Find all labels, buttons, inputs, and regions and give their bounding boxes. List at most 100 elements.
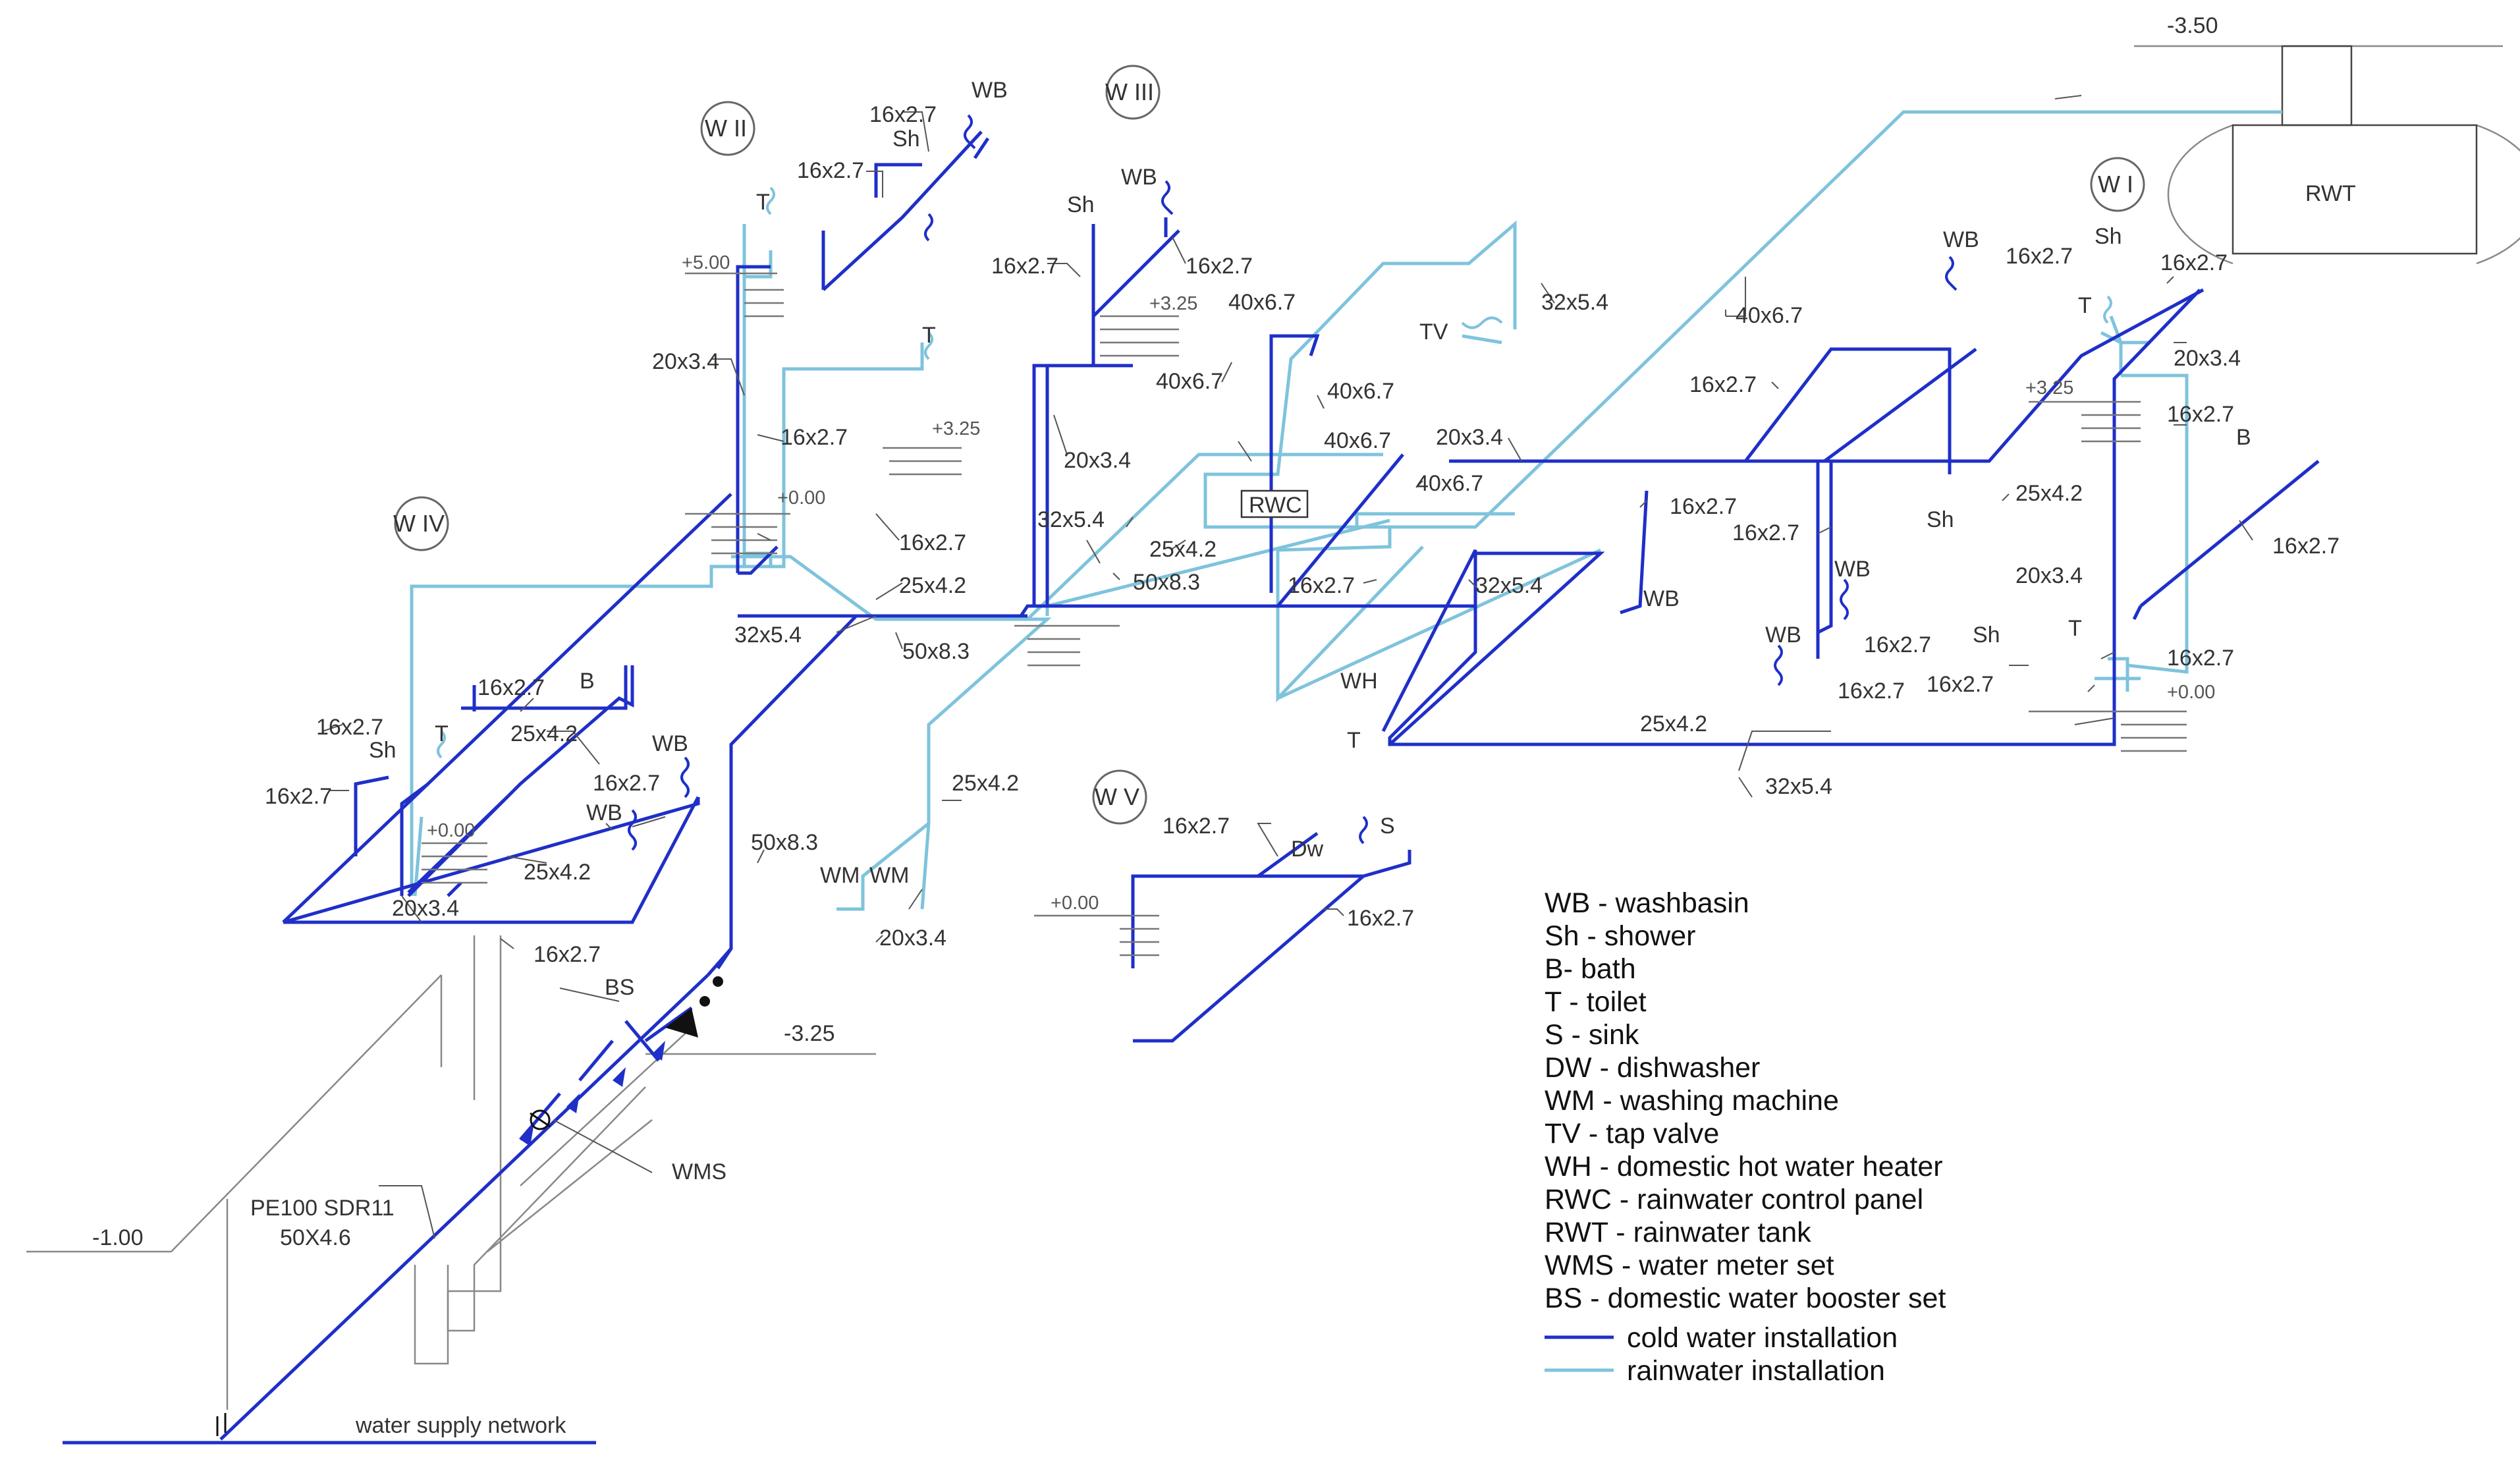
legend-item: WH - domestic hot water heater — [1545, 1151, 1943, 1182]
rwc-box: RWC — [1240, 489, 1309, 518]
size-label: 40x6.7 — [1736, 303, 1803, 328]
size-label: 16x2.7 — [869, 102, 937, 127]
fixture-wb: WB — [652, 731, 688, 756]
pipe-spec-line1: PE100 SDR11 — [250, 1196, 395, 1221]
legend-item: RWT - rainwater tank — [1545, 1217, 1811, 1248]
fixture-sh: Sh — [1067, 192, 1095, 217]
fixture-wm: WM — [869, 863, 909, 888]
size-label: 20x3.4 — [879, 926, 946, 951]
fixture-t: T — [2068, 616, 2082, 641]
size-label: 50x8.3 — [902, 639, 970, 664]
size-label: 32x5.4 — [1037, 507, 1105, 532]
fixture-b: B — [580, 669, 595, 694]
legend-item: WMS - water meter set — [1545, 1250, 1834, 1281]
fittings — [216, 114, 2112, 1436]
size-label: 20x3.4 — [652, 349, 719, 374]
fixture-wms: WMS — [672, 1159, 726, 1184]
fixture-wb: WB — [1834, 557, 1871, 582]
fixture-labels: WB Sh T T Sh WB TV WB Sh T B Sh WB WB WB… — [369, 78, 2251, 1184]
size-label: 25x4.2 — [1640, 711, 1707, 736]
size-label: 16x2.7 — [1186, 254, 1253, 279]
size-label: 20x3.4 — [392, 896, 459, 921]
fixture-wb: WB — [1121, 165, 1157, 190]
size-label: 16x2.7 — [316, 715, 383, 740]
legend-item: Sh - shower — [1545, 920, 1695, 952]
fixture-wb: WB — [1943, 227, 1979, 252]
size-label: 25x4.2 — [510, 721, 578, 746]
size-label: 16x2.7 — [797, 158, 864, 183]
pipe-spec-line2: 50X4.6 — [280, 1225, 351, 1250]
size-label: 25x4.2 — [524, 860, 591, 885]
legend-item: WM - washing machine — [1545, 1085, 1839, 1117]
size-label: 40x6.7 — [1324, 428, 1391, 453]
supply-connection: water supply network PE100 SDR11 50X4.6 — [63, 1196, 596, 1445]
riser-w1: W I — [2090, 157, 2145, 212]
riser-tags: W II W III W I W IV W V — [393, 65, 2145, 825]
size-label: 16x2.7 — [1288, 573, 1355, 598]
size-label: 16x2.7 — [2006, 244, 2073, 269]
svg-text:RWC: RWC — [1249, 493, 1302, 518]
fixture-bs: BS — [605, 975, 634, 1000]
legend-item: RWC - rainwater control panel — [1545, 1184, 1923, 1215]
size-label: 20x3.4 — [2174, 346, 2241, 371]
fixture-t: T — [922, 323, 936, 348]
auxiliary-lines — [26, 45, 2503, 1410]
rainwater-pipes — [410, 110, 2282, 911]
size-label: 16x2.7 — [899, 530, 966, 555]
legend-item: B- bath — [1545, 953, 1636, 985]
fixture-b: B — [2236, 425, 2251, 450]
leader-lines — [322, 95, 2253, 1239]
size-label: 40x6.7 — [1416, 471, 1483, 496]
size-label: 16x2.7 — [1927, 672, 1994, 697]
size-label: 16x2.7 — [534, 942, 601, 967]
size-label: 16x2.7 — [2167, 402, 2234, 427]
fixture-t: T — [2078, 293, 2092, 318]
size-label: 16x2.7 — [781, 425, 848, 450]
legend-rain-label: rainwater installation — [1627, 1355, 1885, 1387]
fixture-tv: TV — [1419, 319, 1448, 345]
svg-text:W II: W II — [705, 115, 747, 142]
fixture-t: T — [435, 721, 449, 746]
size-label: 50x8.3 — [1133, 570, 1200, 595]
size-label: 16x2.7 — [1732, 520, 1799, 545]
fixture-wb: WB — [972, 78, 1008, 103]
size-label: 25x4.2 — [952, 771, 1019, 796]
legend-item: WB - washbasin — [1545, 887, 1749, 919]
legend-cold-label: cold water installation — [1627, 1322, 1898, 1354]
size-label: 16x2.7 — [478, 675, 545, 700]
svg-text:W I: W I — [2098, 171, 2133, 198]
size-label: 32x5.4 — [734, 623, 802, 648]
level-ground: -1.00 — [92, 1225, 144, 1250]
legend-line-rain: rainwater installation — [1545, 1355, 1885, 1387]
fixture-wh: WH — [1340, 669, 1378, 694]
size-label: 50x8.3 — [751, 830, 818, 855]
riser-w4: W IV — [393, 496, 449, 551]
fixture-wb: WB — [586, 800, 622, 825]
size-label: 25x4.2 — [2015, 481, 2083, 506]
svg-text:W V: W V — [1095, 783, 1139, 810]
cold-water-pipes — [219, 130, 2320, 1441]
rwt-label: RWT — [2305, 181, 2356, 206]
supply-network-label: water supply network — [355, 1413, 566, 1438]
legend-item: TV - tap valve — [1545, 1118, 1719, 1150]
level-w2-top: +5.00 — [682, 252, 730, 273]
level-mid: -3.25 — [784, 1021, 835, 1046]
size-label: 40x6.7 — [1327, 379, 1394, 404]
legend-item: T - toilet — [1545, 986, 1647, 1018]
fixture-t: T — [756, 190, 770, 215]
level-w5-zero: +0.00 — [1051, 893, 1099, 914]
fixture-sh: Sh — [2095, 224, 2122, 249]
size-label: 32x5.4 — [1475, 573, 1543, 598]
size-label: 16x2.7 — [1347, 906, 1414, 931]
size-label: 16x2.7 — [1163, 814, 1230, 839]
size-label: 25x4.2 — [1149, 537, 1217, 562]
rainwater-tank: RWT — [2167, 45, 2520, 265]
level-ticks — [422, 272, 2187, 956]
fixture-wm: WM — [820, 863, 860, 888]
size-label: 32x5.4 — [1765, 774, 1832, 799]
fixture-sh: Sh — [892, 126, 920, 152]
size-label: 16x2.7 — [991, 254, 1058, 279]
fixture-wb: WB — [1643, 586, 1680, 611]
riser-w5: W V — [1092, 769, 1147, 825]
